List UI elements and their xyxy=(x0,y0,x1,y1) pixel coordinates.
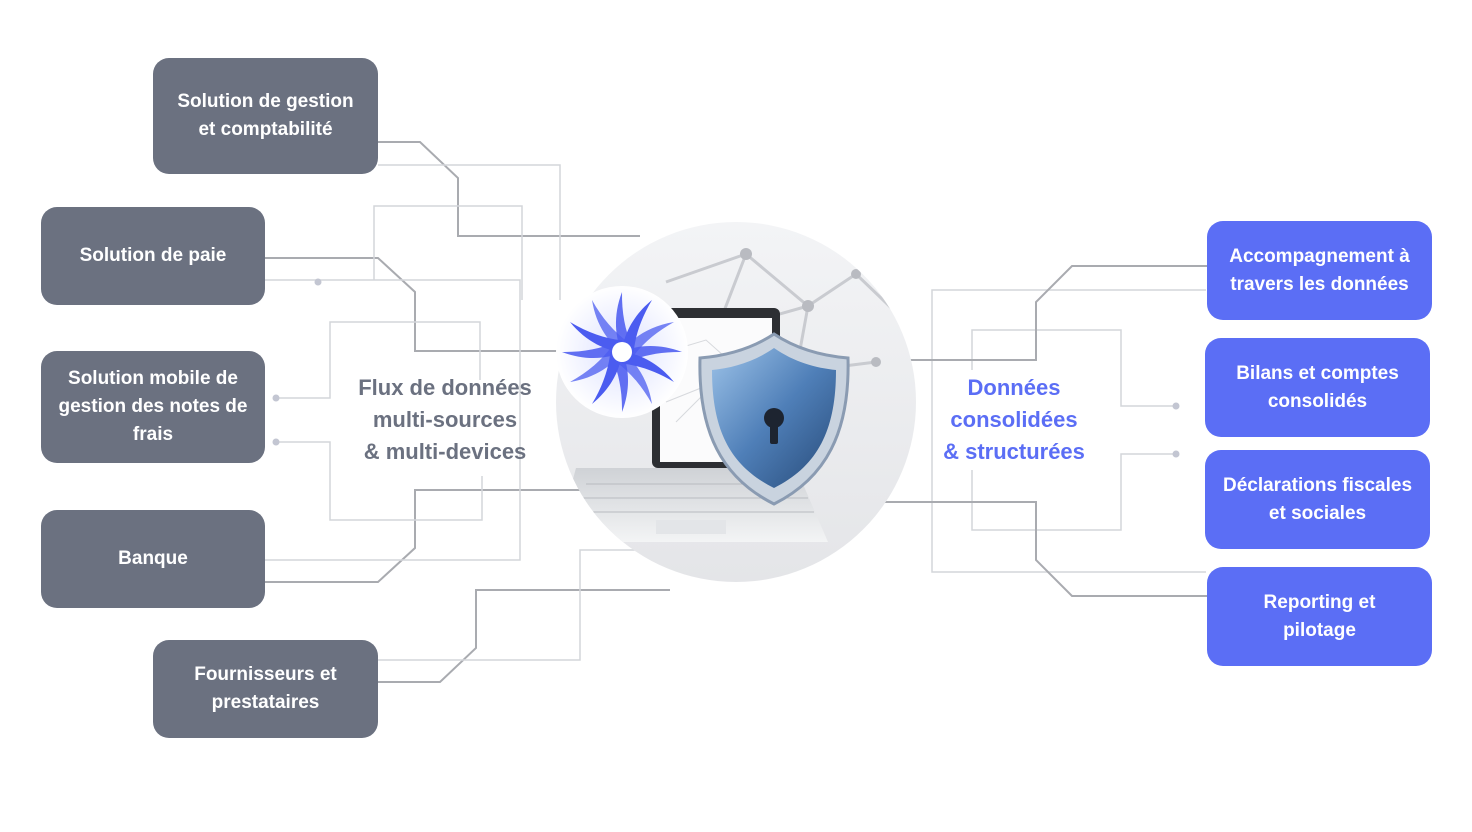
sources-flow-label: Flux de données multi-sources & multi-de… xyxy=(358,375,532,464)
outputs-flow-label: Données consolidées & structurées xyxy=(943,375,1085,464)
logo-petal xyxy=(591,351,622,404)
logo-petal xyxy=(621,352,674,383)
shield-lock-icon xyxy=(698,332,850,506)
source-box-paie: Solution de paie xyxy=(41,207,265,305)
spiral-logo-icon xyxy=(556,286,688,418)
central-illustration xyxy=(556,222,916,582)
logo-petal xyxy=(622,300,653,353)
logo-petal xyxy=(570,321,623,352)
source-box-banque: Banque xyxy=(41,510,265,608)
